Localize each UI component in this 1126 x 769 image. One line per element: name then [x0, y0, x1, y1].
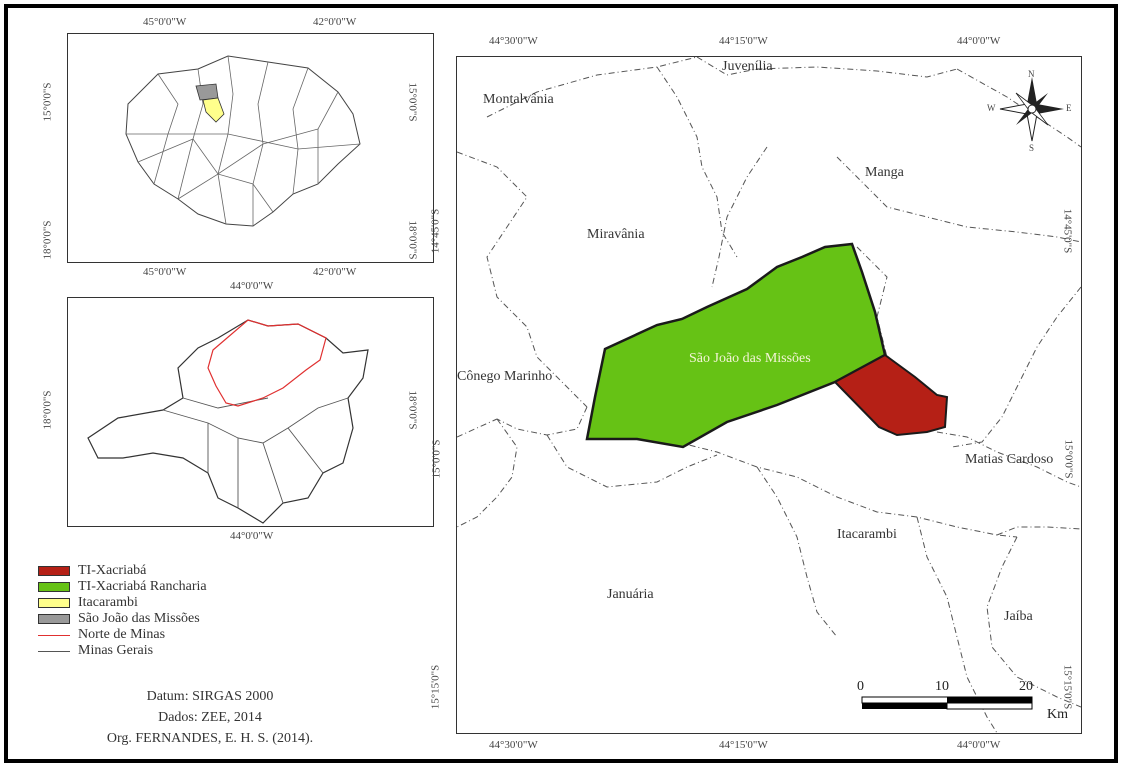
legend-swatch [38, 566, 70, 576]
inset-north-minas: 45°0'0"W 42°0'0"W 45°0'0"W 42°0'0"W 15°0… [42, 16, 434, 278]
legend-item-ti-xacriaba: TI-Xacriabá [38, 563, 398, 579]
main-lon-bottom-0: 44°30'0"W [489, 739, 538, 751]
main-lon-bottom-1: 44°15'0"W [719, 739, 768, 751]
legend-item-itacarambi: Itacarambi [38, 595, 398, 611]
legend-line [38, 650, 70, 652]
main-lon-bottom-2: 44°0'0"W [957, 739, 1001, 751]
inset-mid-lat-left: 18°0'0"S [41, 390, 54, 430]
place-sao-joao-das-missoes: São João das Missões [689, 351, 811, 366]
place-montalvania: Montalvânia [483, 92, 554, 107]
inset-top-lat-left-0: 15°0'0"S [41, 82, 54, 122]
place-conego-marinho: Cônego Marinho [457, 369, 553, 384]
scale-tick-20: 20 [1019, 679, 1033, 694]
main-lat-left-0: 14°45'0"S [429, 208, 442, 254]
inset-mid-lon-bottom: 44°0'0"W [230, 530, 274, 542]
main-lat-right-1: 15°0'0"S [1062, 439, 1075, 479]
compass-w: W [987, 103, 996, 113]
ti-xacriaba-area [833, 353, 949, 437]
inset-minas-gerais: 44°0'0"W 44°0'0"W 18°0'0"S 18°0'0"S [42, 280, 434, 542]
main-lat-right-2: 15°15'0"S [1061, 664, 1074, 710]
legend-swatch [38, 614, 70, 624]
main-lat-left-2: 15°15'0"S [429, 664, 442, 710]
legend-label: Norte de Minas [78, 627, 166, 642]
inset-top-lon-top-0: 45°0'0"W [143, 16, 187, 28]
legend-item-minas-gerais: Minas Gerais [38, 643, 398, 659]
credits-dados: Dados: ZEE, 2014 [158, 710, 262, 725]
place-januaria: Januária [607, 587, 654, 602]
place-matias-cardoso: Matias Cardoso [965, 452, 1054, 467]
legend-swatch [38, 582, 70, 592]
inset-mid-lat-right: 18°0'0"S [406, 390, 419, 430]
inset-top-lon-bottom-0: 45°0'0"W [143, 266, 187, 278]
credits: Datum: SIRGAS 2000 Dados: ZEE, 2014 Org.… [60, 686, 360, 749]
scale-bar [861, 696, 1033, 710]
main-map: N S E W 0 10 20 Km Juvenília Montalvânia… [429, 35, 1082, 751]
main-lat-left-1: 15°0'0"S [430, 439, 443, 479]
inset-top-lat-right-1: 18°0'0"S [406, 220, 419, 260]
place-miravania: Miravânia [587, 227, 645, 242]
legend-item-sao-joao-das-missoes: São João das Missões [38, 611, 398, 627]
place-itacarambi: Itacarambi [837, 527, 897, 542]
place-jaiba: Jaíba [1004, 609, 1033, 624]
legend-label: Itacarambi [78, 595, 138, 610]
compass-n: N [1028, 69, 1035, 79]
legend-swatch [38, 598, 70, 608]
main-lon-top-0: 44°30'0"W [489, 35, 538, 47]
credits-datum: Datum: SIRGAS 2000 [146, 689, 274, 704]
legend-item-norte-de-minas: Norte de Minas [38, 627, 398, 643]
inset-top-lon-bottom-1: 42°0'0"W [313, 266, 357, 278]
legend-label: TI-Xacriabá Rancharia [78, 579, 207, 594]
legend-label: Minas Gerais [78, 643, 154, 658]
inset-top-lon-top-1: 42°0'0"W [313, 16, 357, 28]
inset-top-lat-left-1: 18°0'0"S [41, 220, 54, 260]
credits-org: Org. FERNANDES, E. H. S. (2014). [106, 731, 314, 746]
main-lat-right-0: 14°45'0"S [1061, 208, 1074, 254]
scale-unit: Km [1047, 707, 1068, 722]
ti-xacriaba-rancharia-area [585, 242, 887, 449]
scale-tick-0: 0 [857, 679, 864, 694]
inset-top-lat-right-0: 15°0'0"S [406, 82, 419, 122]
inset-minas-gerais-map [87, 319, 369, 524]
legend-item-ti-xacriaba-rancharia: TI-Xacriabá Rancharia [38, 579, 398, 595]
compass-e: E [1066, 103, 1072, 113]
place-manga: Manga [865, 165, 904, 180]
place-juvenilia: Juvenília [722, 59, 773, 74]
inset-north-minas-map [125, 55, 361, 227]
legend: TI-Xacriabá TI-Xacriabá Rancharia Itacar… [38, 563, 398, 659]
main-lon-top-1: 44°15'0"W [719, 35, 768, 47]
inset-mid-lon-top: 44°0'0"W [230, 280, 274, 292]
compass-s: S [1029, 143, 1035, 153]
scale-tick-10: 10 [935, 679, 949, 694]
compass-rose [999, 77, 1064, 142]
legend-line [38, 634, 70, 636]
main-map-canvas [457, 57, 1081, 733]
main-lon-top-2: 44°0'0"W [957, 35, 1001, 47]
legend-label: TI-Xacriabá [78, 563, 147, 578]
legend-label: São João das Missões [78, 611, 200, 626]
